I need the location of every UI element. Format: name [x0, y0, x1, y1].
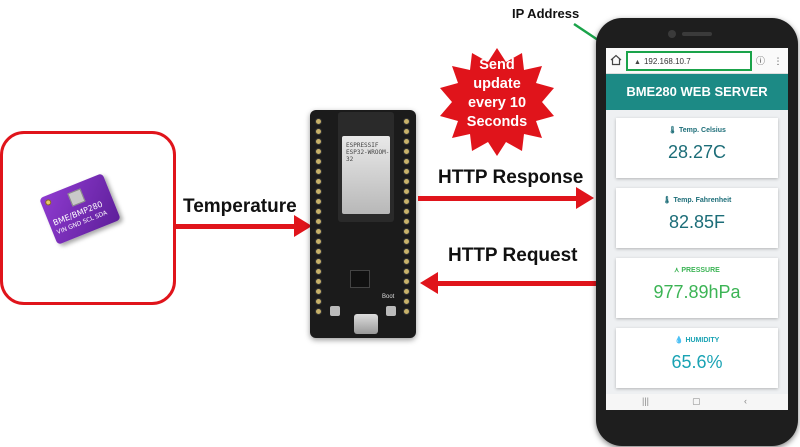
home-icon[interactable] — [610, 54, 622, 66]
reading-card: 💧HUMIDITY 65.6% — [616, 328, 778, 388]
android-nav-bar: ||| ▢ ‹ — [606, 394, 788, 410]
starburst-line: Send — [479, 57, 515, 73]
card-title: HUMIDITY — [685, 337, 720, 344]
home-button-icon[interactable]: ▢ — [692, 396, 701, 406]
info-icon[interactable]: ⓘ — [756, 56, 766, 66]
left-pin-header — [315, 118, 323, 318]
reading-card: 🌡Temp. Celsius 28.27C — [616, 118, 778, 178]
starburst-line: every 10 — [467, 95, 527, 111]
sensor-chip — [67, 188, 86, 207]
browser-actions: ⓘ ⋮ — [756, 54, 783, 67]
http-response-arrow-head — [576, 187, 594, 209]
micro-usb-port — [354, 314, 378, 334]
front-camera — [668, 30, 676, 38]
http-response-label: HTTP Response — [438, 167, 584, 188]
reading-card: 🌡Temp. Fahrenheit 82.85F — [616, 188, 778, 248]
starburst-line: update — [473, 76, 521, 92]
temperature-arrow-head — [294, 215, 312, 237]
temperature-arrow-line — [176, 224, 296, 229]
sensor-box: BME/BMP280 VIN GND SCL SDA — [0, 131, 176, 305]
phone-screen: ▲192.168.10.7 ⓘ ⋮ BME280 WEB SERVER 🌡Tem… — [606, 48, 788, 410]
smartphone: ▲192.168.10.7 ⓘ ⋮ BME280 WEB SERVER 🌡Tem… — [596, 18, 798, 446]
starburst-text: Send update every 10 Seconds — [438, 56, 556, 132]
page-title: BME280 WEB SERVER — [606, 74, 788, 110]
browser-toolbar: ▲192.168.10.7 ⓘ ⋮ — [606, 48, 788, 74]
card-value: 28.27C — [667, 142, 727, 162]
ip-address-label: IP Address — [512, 6, 580, 21]
http-request-arrow-line — [436, 281, 596, 286]
http-response-arrow-line — [418, 196, 578, 201]
thermometer-icon: 🌡 — [662, 197, 672, 204]
card-value: 65.6% — [671, 352, 723, 372]
right-pin-header — [403, 118, 411, 318]
http-request-label: HTTP Request — [448, 245, 578, 266]
bme280-sensor-board: BME/BMP280 VIN GND SCL SDA — [39, 173, 121, 245]
droplet-icon: 💧 — [674, 337, 684, 344]
temperature-label: Temperature — [183, 196, 297, 217]
url-text: 192.168.10.7 — [643, 57, 691, 66]
update-starburst — [440, 48, 554, 156]
reading-card: ⋏PRESSURE 977.89hPa — [616, 258, 778, 318]
thermometer-icon: 🌡 — [668, 127, 677, 134]
usb-uart-chip — [350, 270, 370, 288]
http-request-arrow-head — [420, 272, 438, 294]
mounting-hole — [44, 198, 53, 207]
card-title: Temp. Fahrenheit — [673, 197, 732, 204]
back-icon[interactable]: ‹ — [744, 396, 747, 406]
card-value: 82.85F — [668, 212, 726, 232]
earpiece-speaker — [682, 32, 712, 36]
boot-label: Boot — [382, 294, 395, 300]
address-bar[interactable]: ▲192.168.10.7 — [626, 51, 752, 71]
warning-icon: ▲ — [634, 59, 641, 66]
en-button — [330, 306, 340, 316]
chevrons-down-icon: ⋏ — [674, 267, 680, 274]
starburst-line: Seconds — [466, 114, 528, 130]
card-value: 977.89hPa — [653, 282, 741, 302]
card-title: Temp. Celsius — [678, 127, 726, 134]
more-icon[interactable]: ⋮ — [773, 56, 783, 66]
recents-icon[interactable]: ||| — [642, 396, 650, 406]
boot-button — [386, 306, 396, 316]
card-title: PRESSURE — [681, 267, 720, 274]
